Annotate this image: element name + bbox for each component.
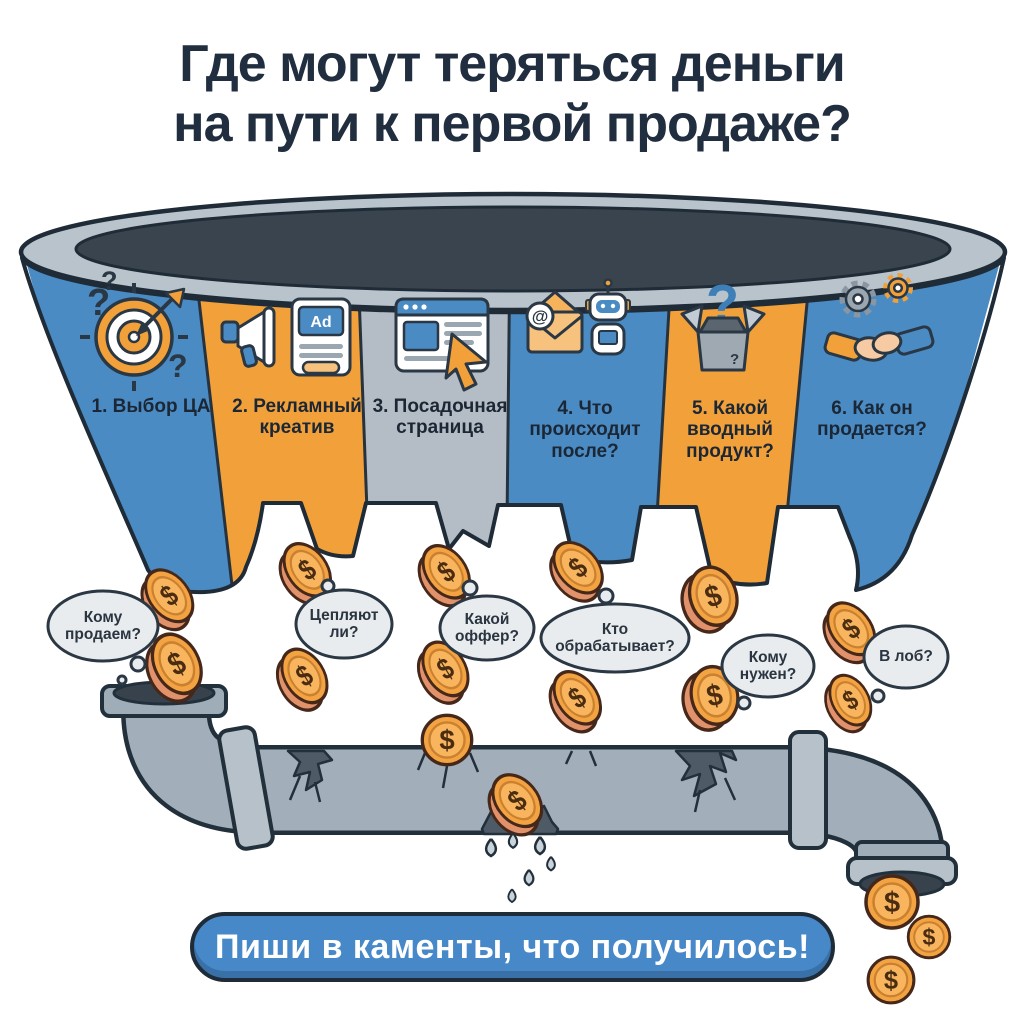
question-glyph: ? — [101, 266, 118, 296]
pipe-coupling-right — [788, 730, 828, 850]
thought-bubble — [720, 633, 816, 711]
bubble-text-1: Кому продаем? — [65, 608, 141, 643]
tub-rim-opening — [74, 205, 952, 293]
title-line-2: на пути к первой продаже? — [173, 95, 852, 154]
coin — [864, 874, 920, 930]
email-robot-icon: @ — [525, 278, 631, 356]
bubble-text-2: Цепляют ли? — [309, 606, 379, 641]
thought-bubble — [438, 579, 536, 662]
coin — [420, 713, 474, 767]
coin — [906, 914, 952, 960]
leak-droplets — [484, 832, 556, 903]
target-icon: ? ? ? — [80, 266, 188, 391]
megaphone-ad-icon: Ad — [220, 297, 352, 377]
coin — [536, 661, 615, 743]
segment-label-5: 5. Какой вводный продукт? — [686, 398, 774, 462]
ad-glyph: Ad — [310, 314, 331, 331]
thought-bubble — [539, 587, 691, 674]
bubble-text-4: Кто обрабатывает? — [555, 620, 675, 655]
segment-label-2: 2. Рекламный креатив — [232, 396, 362, 439]
segment-label-1: 1. Выбор ЦА — [91, 396, 211, 417]
bubble-text-5: Кому нужен? — [739, 648, 797, 683]
bubble-text-6: В лоб? — [879, 648, 933, 666]
bubble-text-3: Какой оффер? — [455, 610, 519, 645]
landing-page-icon — [394, 297, 490, 392]
at-glyph: @ — [532, 307, 549, 326]
mystery-box-icon: ? ? — [680, 274, 766, 372]
gears-handshake-icon — [823, 273, 935, 362]
segment-label-6: 6. Как он продается? — [817, 398, 927, 441]
question-glyph: ? — [730, 351, 739, 368]
segment-label-4: 4. Что происходит после? — [529, 398, 641, 462]
thought-bubble — [862, 624, 950, 704]
title-line-1: Где могут теряться деньги — [179, 35, 845, 93]
thought-bubble — [294, 578, 394, 660]
cta-banner: Пиши в каменты, что получилось! — [190, 912, 835, 982]
question-glyph: ? — [168, 348, 188, 384]
page-title: Где могут теряться деньги на пути к перв… — [0, 34, 1024, 155]
segment-label-3: 3. Посадочная страница — [372, 396, 508, 439]
thought-bubble — [46, 589, 160, 686]
thought-bubbles — [46, 578, 950, 711]
coin — [866, 955, 916, 1005]
pipe-coupling-left — [217, 725, 275, 851]
